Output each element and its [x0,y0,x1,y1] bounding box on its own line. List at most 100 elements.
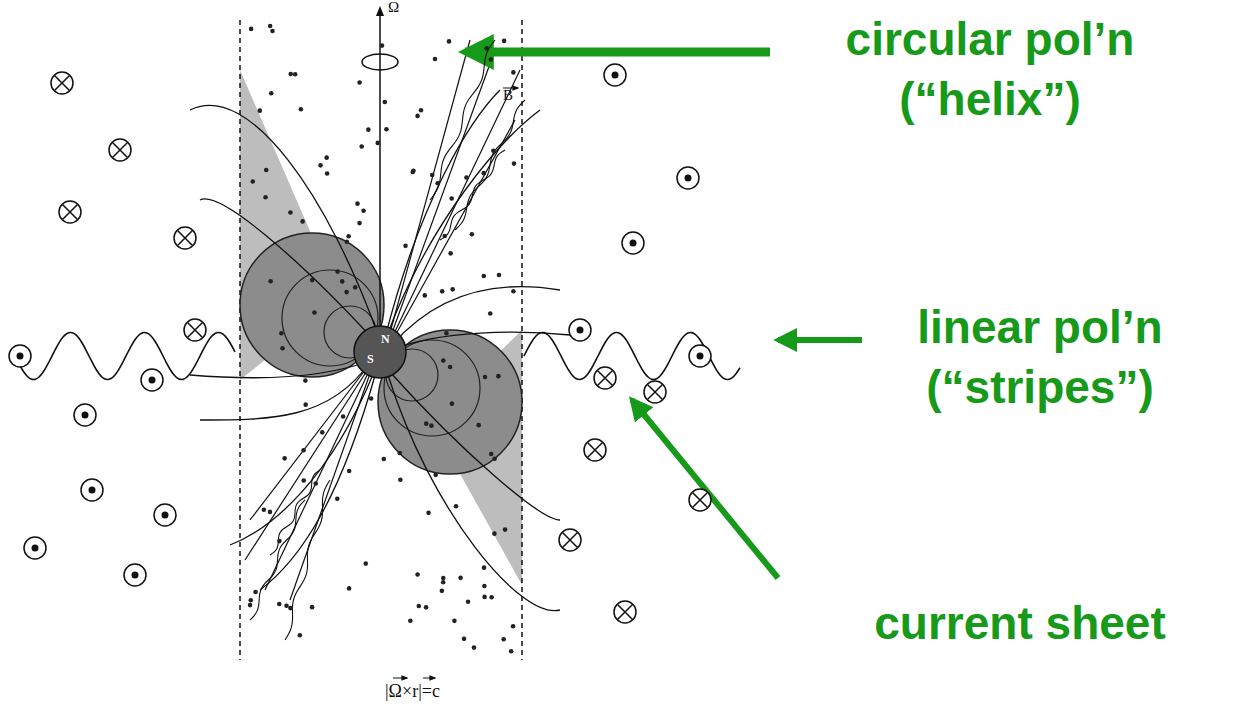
field-into-page [51,72,73,94]
plasma-dot [268,510,273,515]
plasma-dot [268,24,273,29]
photon-wiggle [430,40,495,200]
plasma-dot [448,365,453,370]
plasma-dot [347,469,352,474]
plasma-dot [440,289,445,294]
plasma-dot [503,527,508,532]
field-out-of-page [622,232,644,254]
plasma-dot [310,605,315,610]
vector-arrows [393,678,435,679]
field-out-of-page [81,479,103,501]
plasma-dot [472,645,477,650]
plasma-dot [398,477,403,482]
plasma-dot [366,127,371,132]
plasma-dot [435,181,440,186]
plasma-dot [482,595,487,600]
plasma-dot [489,452,494,457]
plasma-dot [357,221,362,226]
plasma-dot [470,232,475,237]
plasma-dot [464,175,469,180]
plasma-dot [491,148,496,153]
plasma-dot [426,511,431,516]
plasma-dot [335,269,340,274]
plasma-dot [263,195,268,200]
plasma-dot [303,378,308,383]
light-cylinder [239,20,241,660]
plasma-dot [424,605,429,610]
plasma-dot [310,278,315,283]
plasma-dot [447,39,452,44]
field-into-page [559,529,581,551]
plasma-dot [384,127,389,132]
photon-wiggle [270,470,320,555]
field-label: B [503,88,513,103]
plasma-dot [511,624,516,629]
field-into-page [614,601,636,623]
plasma-dot [433,57,438,62]
plasma-dot [250,179,255,184]
light-cylinder-label: |Ω×r|=c [385,682,440,700]
plasma-dot [450,401,455,406]
plasma-dot [269,91,274,96]
leader-arrow [778,337,862,343]
open-field-lines [245,40,520,600]
plasma-dot [511,70,516,75]
plasma-dot [320,430,325,435]
plasma-dot [489,57,494,62]
plasma-dot [258,108,263,113]
plasma-dot [340,279,345,284]
field-out-of-page [604,64,626,86]
plasma-dot [262,507,267,512]
field-into-page [174,227,196,249]
leader-arrow [632,400,778,578]
plasma-dot [448,251,453,256]
field-out-of-page [141,369,163,391]
field-into-page [594,367,616,389]
field-into-page [689,489,711,511]
plasma-dot [450,287,455,292]
plasma-dot [419,108,424,113]
plasma-dot [483,375,488,380]
plasma-dot [509,649,514,654]
plasma-dot [277,539,282,544]
plasma-dot [380,43,385,48]
plasma-dot [415,114,420,119]
plasma-dot [277,602,282,607]
plasma-dot [253,590,258,595]
plasma-dot [482,584,487,589]
plasma-dot [481,171,486,176]
plasma-dot [441,580,446,585]
plasma-dot [476,423,481,428]
plasma-dot [300,219,305,224]
field-out-of-page [677,167,699,189]
plasma-dot [452,619,457,624]
plasma-dot [268,279,273,284]
leader-arrow [465,48,770,57]
plasma-dot [501,637,506,642]
plasma-dot [454,504,459,509]
plasma-dot [341,414,346,419]
plasma-dot [441,576,446,581]
plasma-dot [441,358,446,363]
field-into-page [59,201,81,223]
plasma-dot [318,163,323,168]
plasma-dot [449,196,454,201]
field-into-page [184,319,206,341]
plasma-dot [282,456,287,461]
plasma-dot [347,586,352,591]
plasma-dot [299,107,304,112]
plasma-dot [416,604,421,609]
field-out-of-page [154,504,176,526]
field-into-page [644,381,666,403]
plasma-dot [284,603,289,608]
plasma-dot [502,39,507,44]
plasma-dot [411,168,416,173]
plasma-dot [415,572,420,577]
plasma-dot [492,531,497,536]
plasma-dot [303,402,308,407]
plasma-dot [248,598,253,603]
plasma-dot [345,239,350,244]
plasma-dot [312,310,317,315]
pole-label: S [367,353,374,365]
